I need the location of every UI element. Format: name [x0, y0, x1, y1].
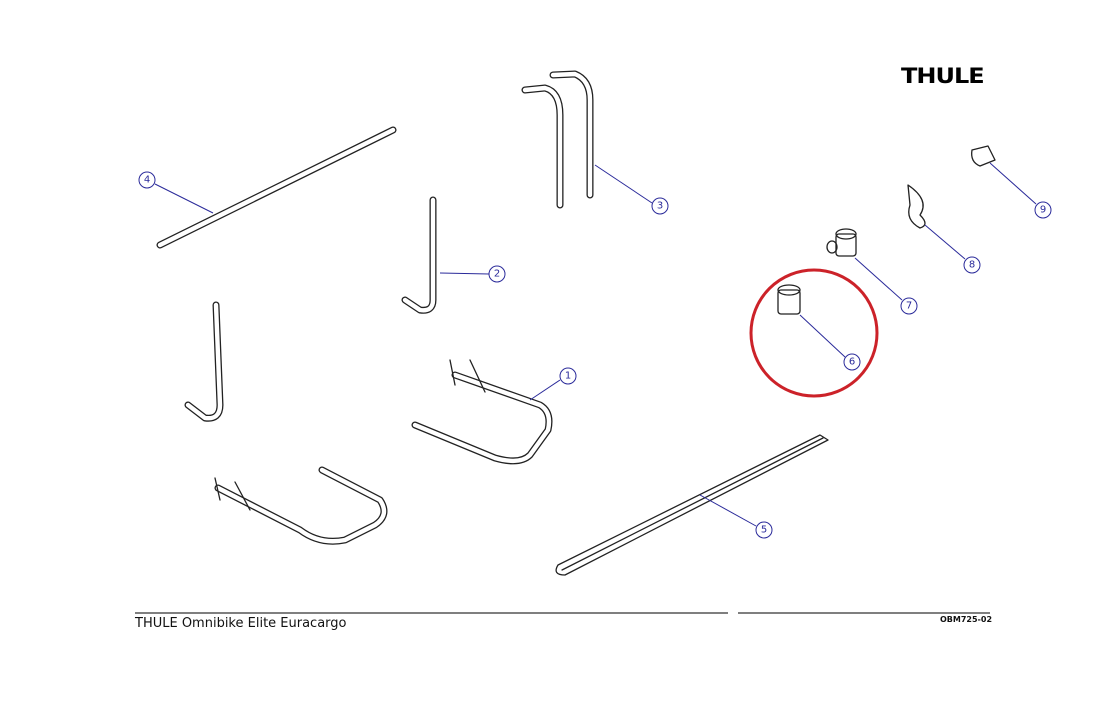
svg-text:4: 4 — [144, 175, 150, 186]
svg-text:2: 2 — [494, 269, 500, 280]
svg-text:5: 5 — [761, 525, 767, 536]
part-7-connector — [826, 228, 857, 257]
thule-logo: THULE — [901, 63, 985, 89]
callout-5: 5 — [755, 521, 773, 539]
svg-text:3: 3 — [657, 201, 663, 212]
callout-4: 4 — [138, 171, 156, 189]
callout-8: 8 — [963, 256, 981, 274]
arm-left — [184, 301, 224, 422]
part-5-rail — [555, 434, 829, 576]
part-8-strap — [907, 184, 926, 229]
frame-lower — [214, 466, 388, 545]
document-title: THULE Omnibike Elite Euracargo — [135, 616, 347, 631]
svg-text:8: 8 — [969, 260, 975, 271]
document-code: OBM725-02 — [940, 615, 993, 624]
svg-text:6: 6 — [849, 357, 855, 368]
callout-6: 6 — [843, 353, 861, 371]
part-3-uprights — [521, 70, 594, 209]
part-1-frame — [411, 359, 553, 465]
svg-text:1: 1 — [565, 371, 571, 382]
part-2-arm — [401, 196, 437, 314]
callouts: 1 2 3 4 5 6 7 8 9 — [138, 162, 1052, 539]
callout-2: 2 — [488, 265, 506, 283]
svg-text:7: 7 — [906, 301, 912, 312]
callout-9: 9 — [1034, 201, 1052, 219]
svg-text:9: 9 — [1040, 205, 1046, 216]
callout-3: 3 — [651, 197, 669, 215]
callout-7: 7 — [900, 297, 918, 315]
part-6-clamp — [777, 284, 801, 315]
part-4-tube — [156, 126, 397, 249]
highlight-circle — [749, 268, 879, 398]
part-9-knob — [971, 145, 996, 167]
callout-1: 1 — [559, 367, 577, 385]
